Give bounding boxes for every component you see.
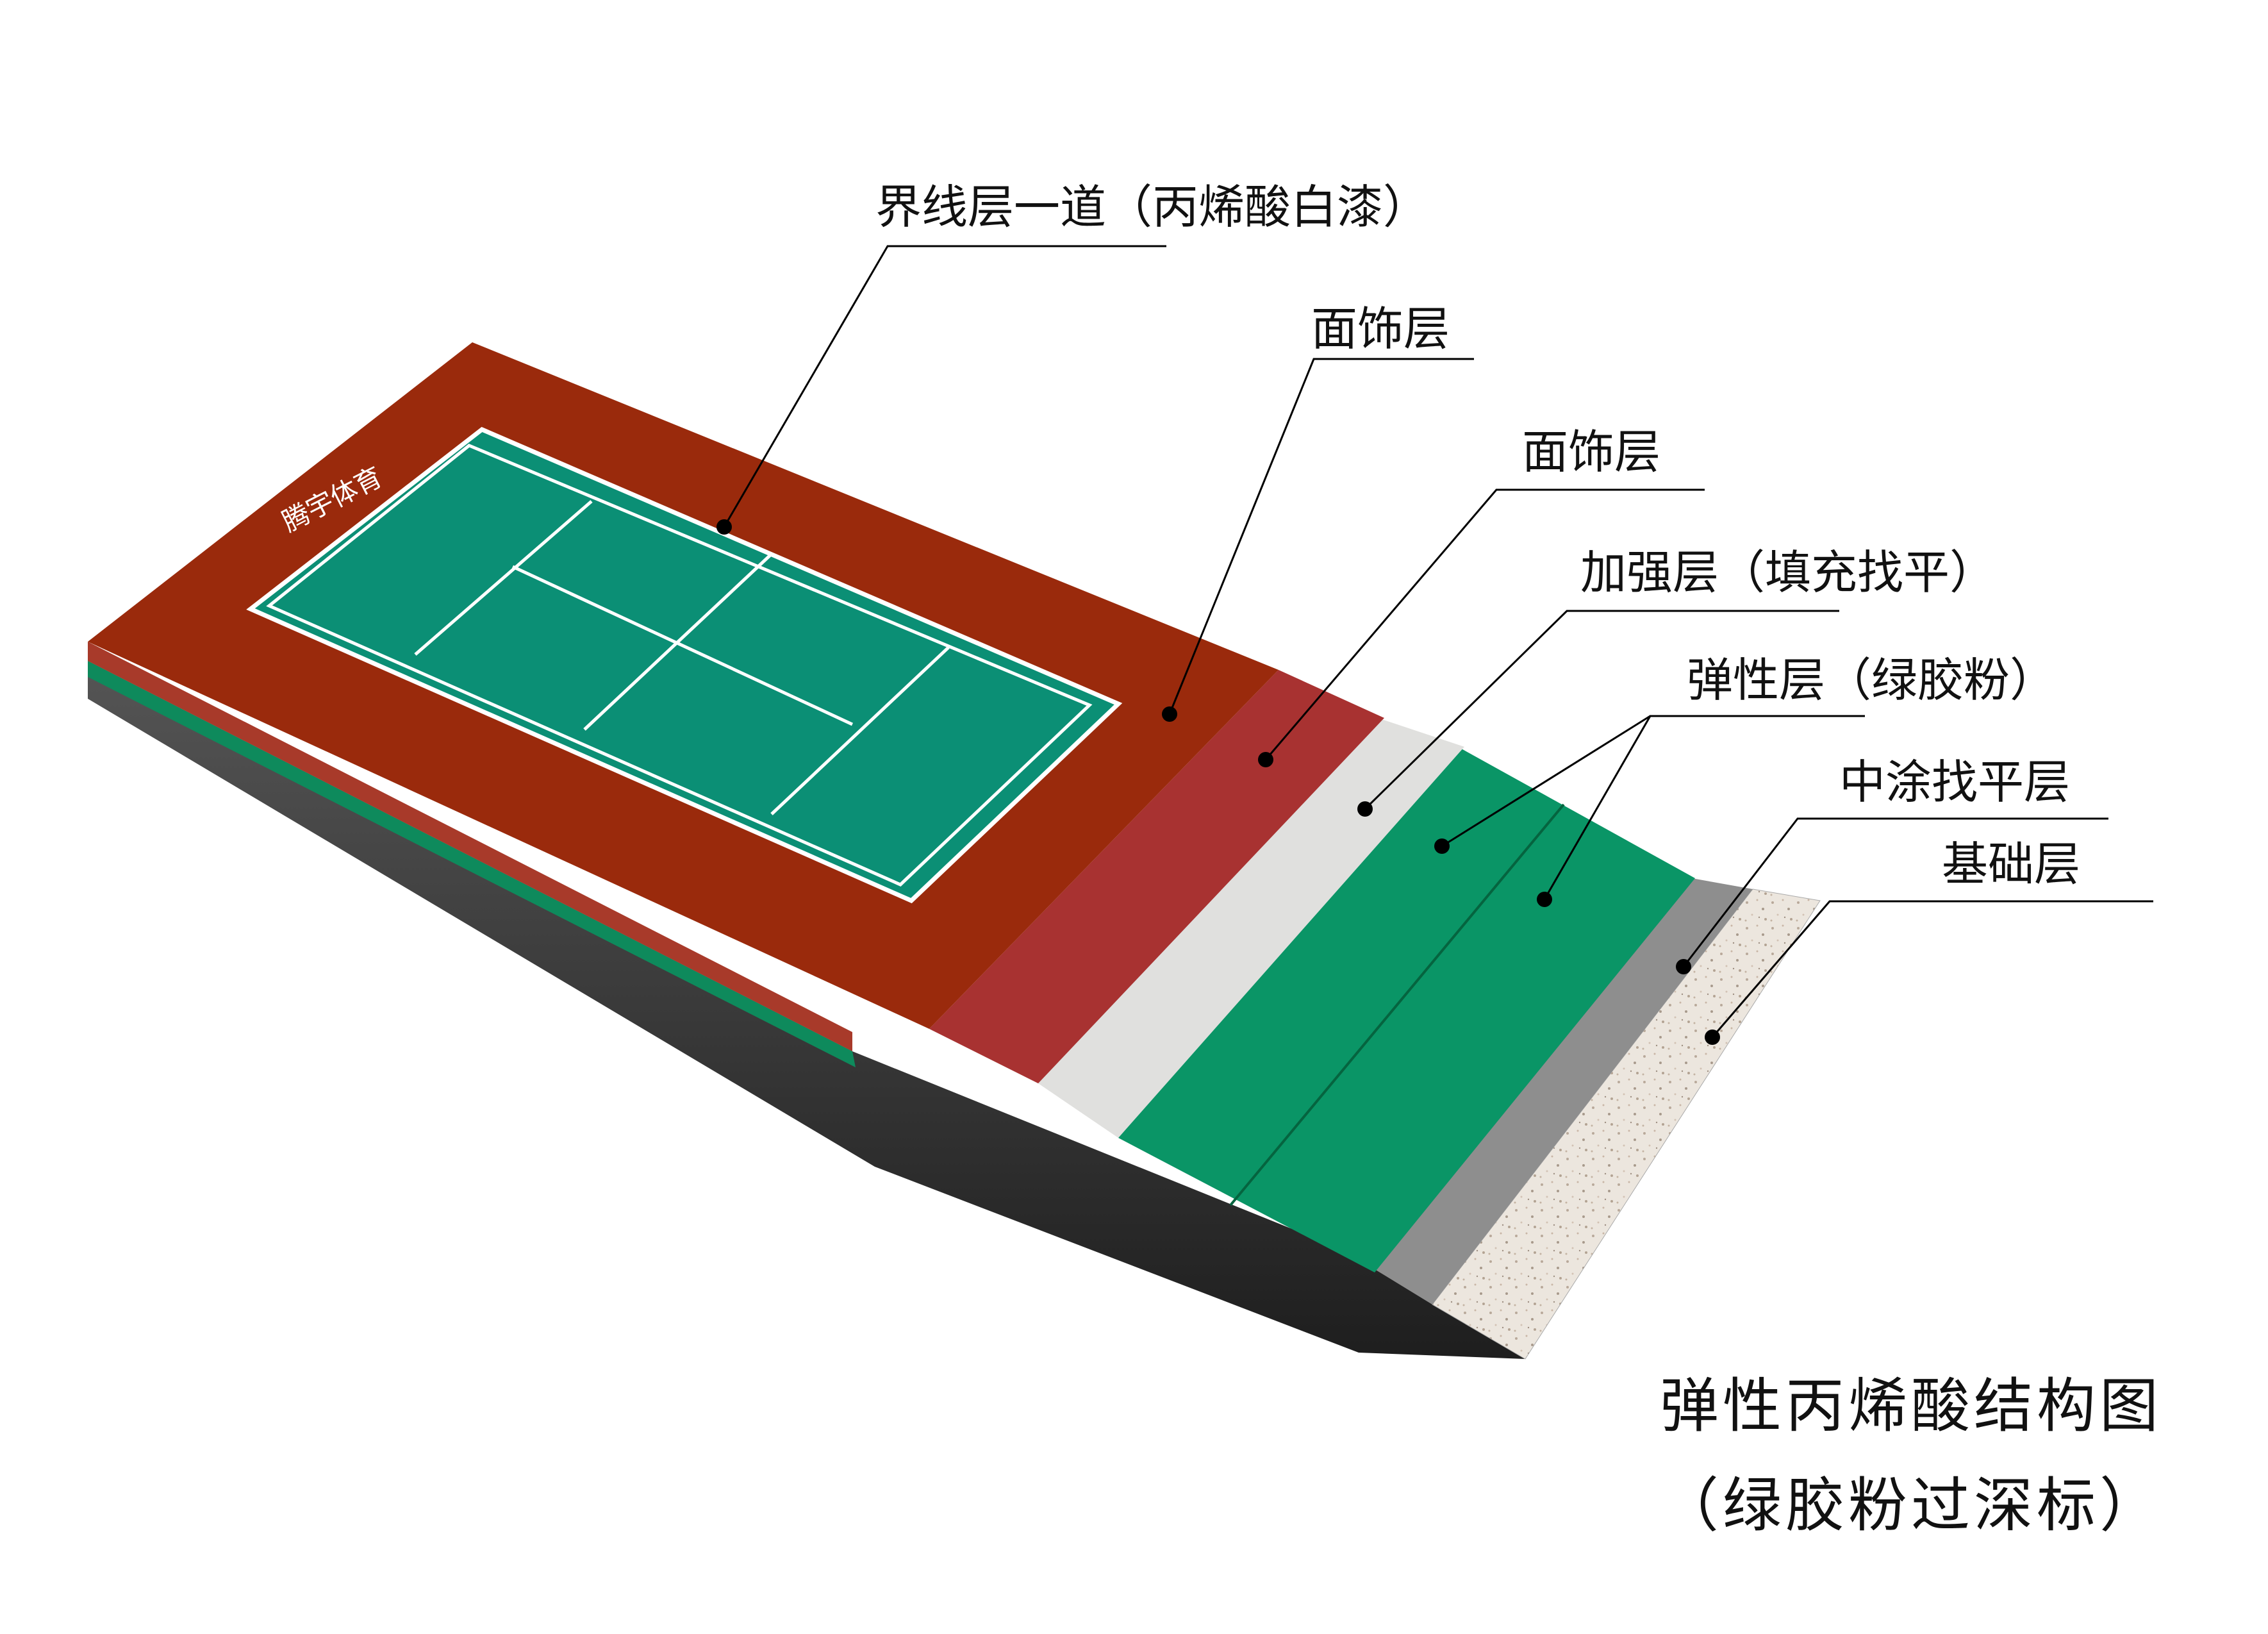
surface-dot-2 (1258, 752, 1273, 767)
label-surface-layer-1: 面饰层 (1311, 302, 1450, 356)
leader-lines (723, 245, 2153, 1038)
label-mid-level-layer: 中涂找平层 (1839, 755, 2070, 809)
reinforce-dot (1357, 801, 1373, 817)
elastic-dot-2 (1537, 892, 1552, 907)
base-layer-strip (1432, 888, 1821, 1360)
label-surface-layer-2: 面饰层 (1522, 425, 1660, 479)
mid-level-dot (1676, 959, 1691, 974)
label-elastic-layer: 弹性层（绿胶粉） (1687, 653, 2056, 707)
surface-layer-strip (929, 670, 1384, 1083)
anchor-dots (716, 519, 1720, 1045)
label-line-layer: 界线层一道（丙烯酸白漆） (875, 180, 1429, 234)
slab-side (88, 642, 1525, 1359)
court-lines (266, 444, 1093, 887)
mid-level-layer-strip (1375, 878, 1753, 1305)
base-dot (1705, 1030, 1720, 1045)
elastic-dot-1 (1434, 838, 1450, 854)
line-layer-dot (716, 519, 732, 535)
elastic-divider (1229, 803, 1565, 1206)
diagram-subtitle: （绿胶粉过深标） (1660, 1471, 2162, 1540)
label-base-layer: 基础层 (1942, 837, 2080, 891)
diagram-title: 弹性丙烯酸结构图 (1660, 1372, 2162, 1440)
reinforce-layer-strip (1038, 718, 1464, 1138)
label-reinforce-layer: 加强层（填充找平） (1580, 546, 1996, 599)
elastic-layer-strip (1118, 747, 1695, 1272)
inner-court-surface (246, 426, 1123, 904)
surface-dot-1 (1162, 706, 1177, 722)
